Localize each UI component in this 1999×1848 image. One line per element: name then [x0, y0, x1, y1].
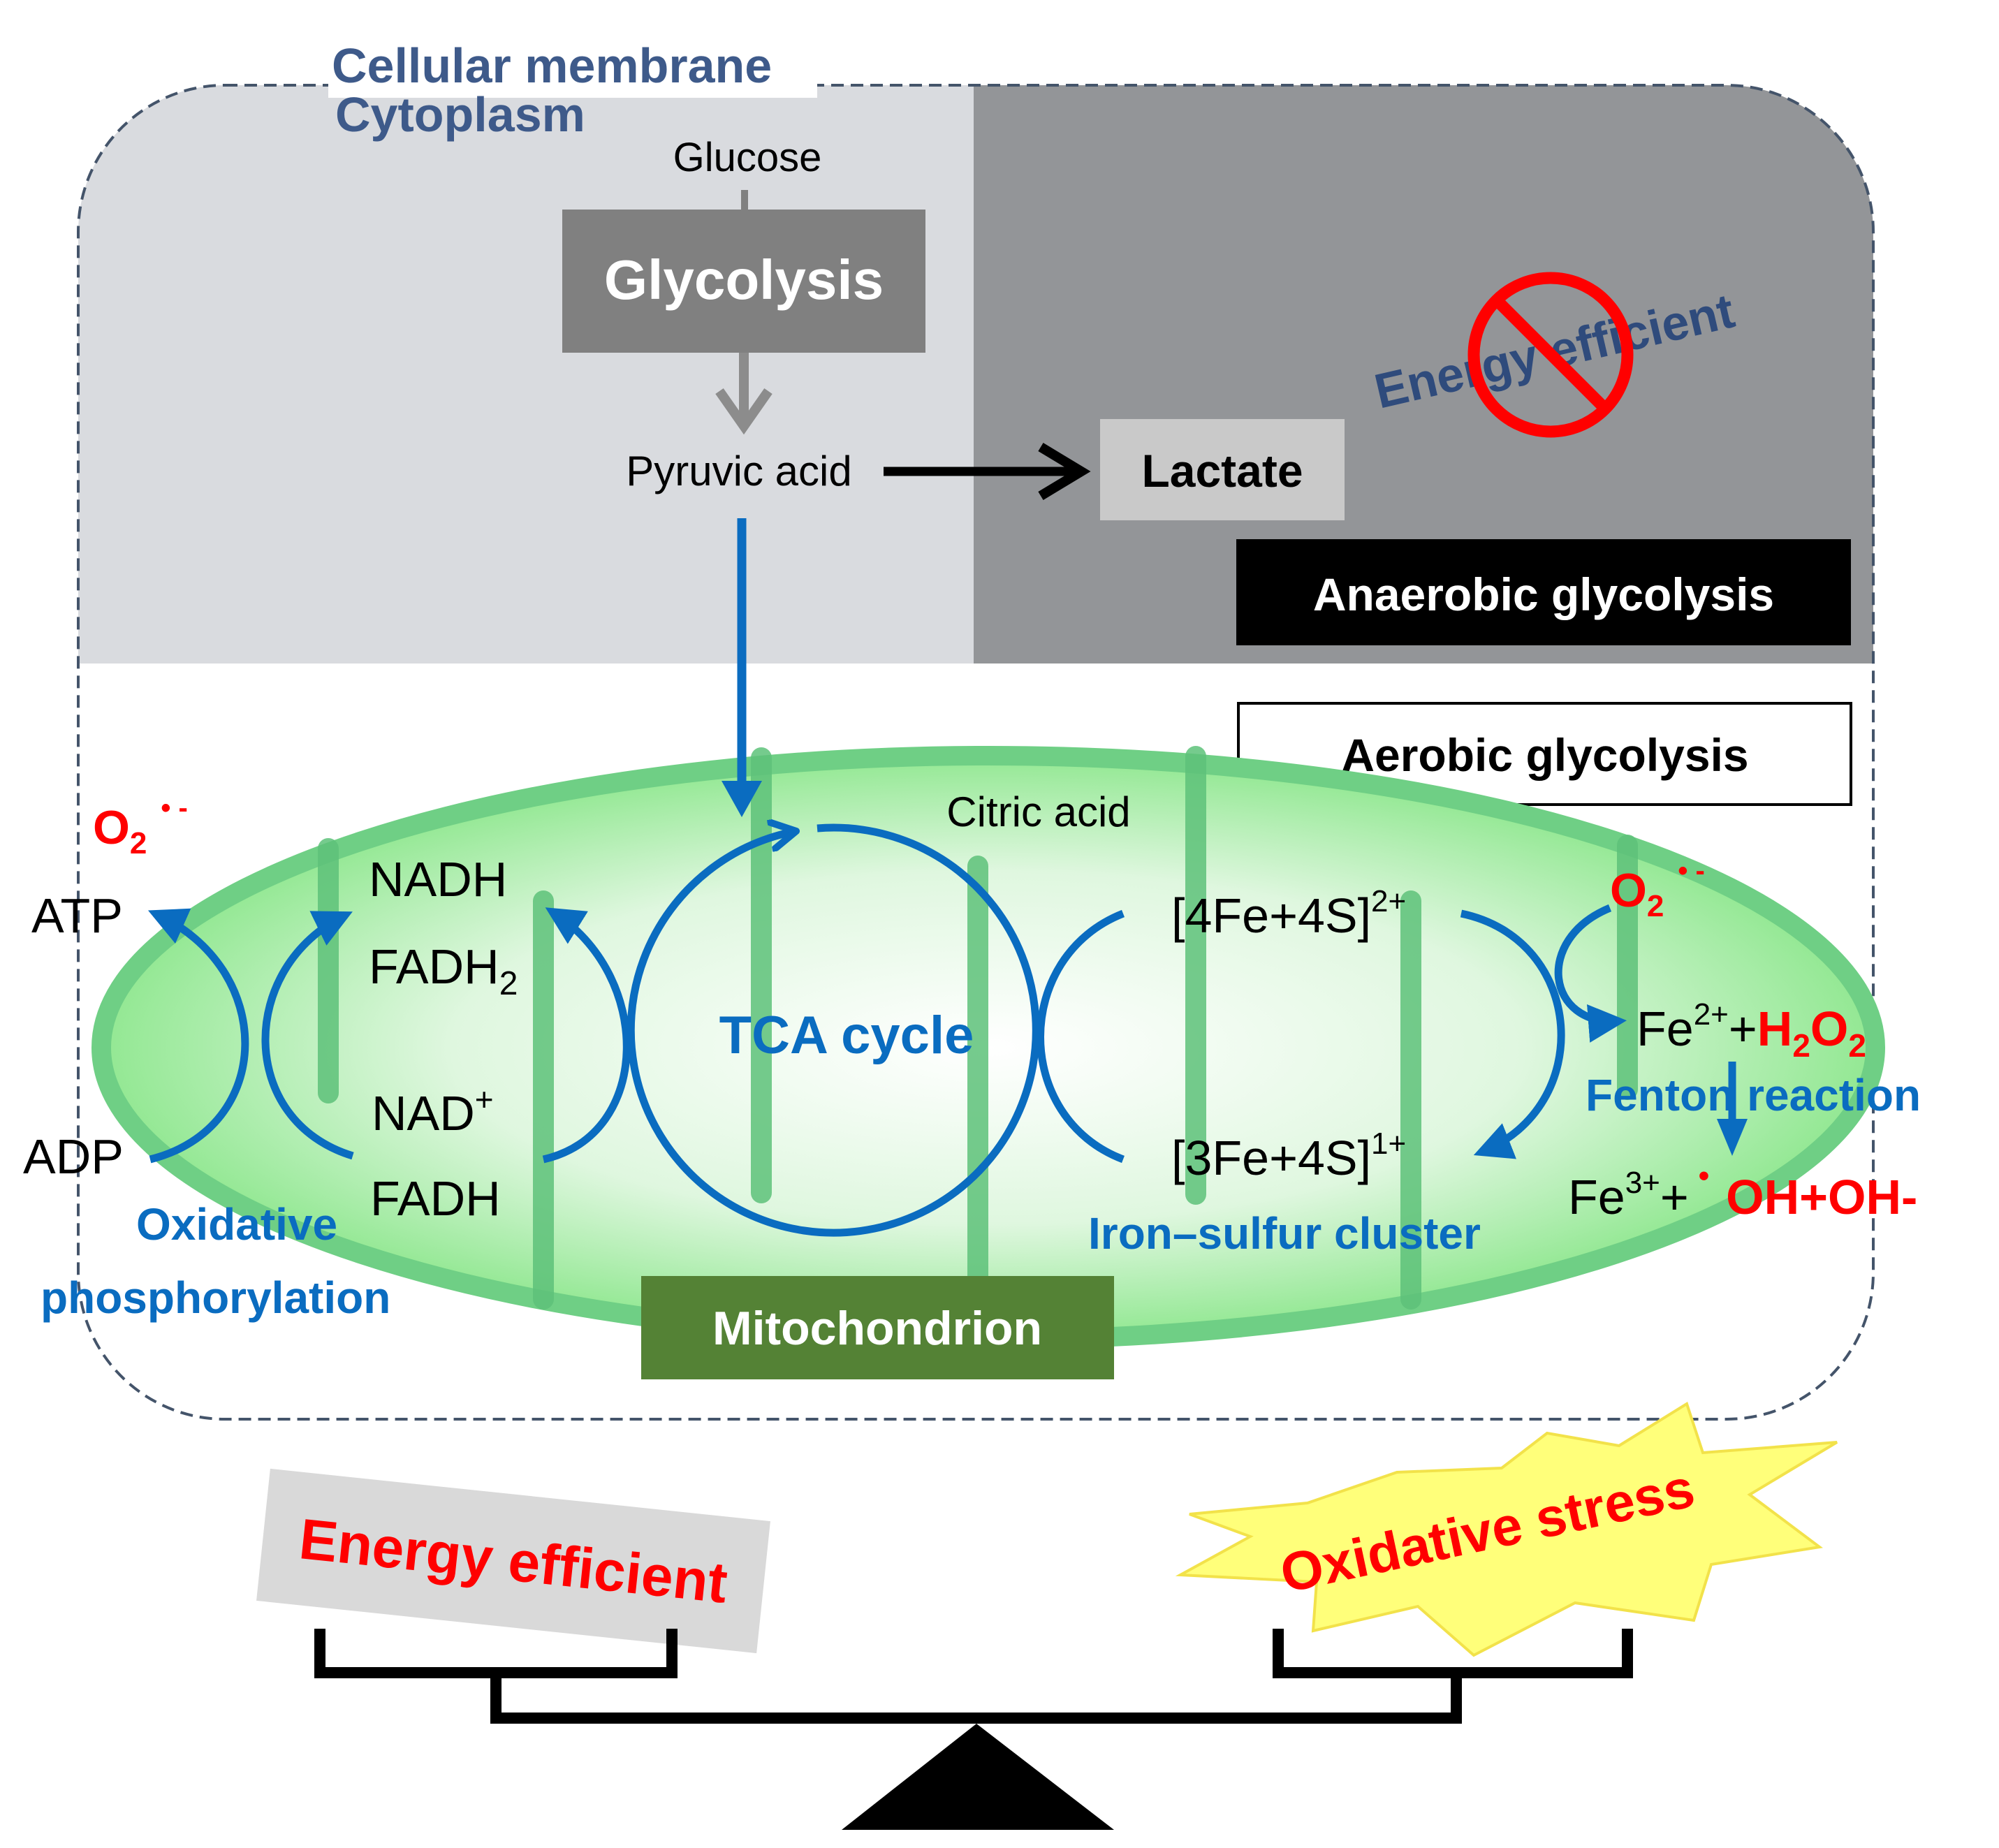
oxidative-stress-burst: Oxidative stress: [1175, 1401, 1838, 1657]
no-symbol-icon: [1467, 272, 1634, 438]
cellular-membrane-label: Cellular membrane: [332, 38, 772, 93]
anaerobic-glycolysis-box: [1236, 539, 1851, 645]
citric-acid-label: Citric acid: [946, 789, 1130, 835]
oxidative-phosphorylation-line2: phosphorylation: [41, 1273, 390, 1323]
cytoplasm-region: [78, 85, 1873, 663]
iron-sulfur-oxidation-arc: [1460, 909, 1565, 1159]
cluster-4fe4s-label: [4Fe+4S]2+: [1171, 884, 1406, 943]
nadh-oxidation-arc: [261, 911, 354, 1160]
energy-efficient-badge: Energy efficient: [256, 1468, 770, 1654]
iron-sulfur-left-arc: [1037, 909, 1125, 1164]
mitochondrion-label: Mitochondrion: [712, 1302, 1042, 1355]
cellular-membrane-outline: [77, 84, 1875, 1421]
glycolysis-box: [562, 210, 925, 353]
glycolysis-label: Glycolysis: [604, 249, 884, 311]
adp-label: ADP: [23, 1129, 124, 1184]
lactate-label: Lactate: [1141, 445, 1303, 497]
membrane-label-backdrop: [328, 42, 817, 98]
atp-label: ATP: [31, 888, 123, 943]
iron-sulfur-cluster-label: Iron–sulfur cluster: [1088, 1208, 1481, 1259]
cluster-3fe4s-label: [3Fe+4S]1+: [1171, 1127, 1406, 1185]
mitochondrial-cristae: [318, 746, 1638, 1310]
superoxide-to-fe2-arc: [1554, 904, 1627, 1043]
fe3-hydroxyl-label: Fe3++•OH+OH-: [1568, 1159, 1917, 1224]
anaerobic-glycolysis-label: Anaerobic glycolysis: [1313, 569, 1774, 620]
cytoplasm-label: Cytoplasm: [335, 87, 585, 142]
superoxide-left: O2• -: [93, 793, 188, 860]
fenton-down-arrow: [1717, 1062, 1748, 1156]
oxidative-phosphorylation-line1: Oxidative: [136, 1199, 337, 1249]
pyruvic-acid-label: Pyruvic acid: [626, 448, 851, 494]
fe2-h2o2-label: Fe2++H2O2: [1636, 997, 1866, 1064]
glycolysis-down-arrow: [715, 353, 772, 435]
superoxide-right: O2• -: [1610, 856, 1705, 923]
fadh2-label: FADH2: [369, 939, 518, 1002]
pyruvate-to-tca-arrow: [722, 518, 762, 817]
tca-cycle-label: TCA cycle: [719, 1006, 974, 1065]
fenton-reaction-label: Fenton reaction: [1586, 1070, 1921, 1120]
pyruvate-to-lactate-arrow: [884, 443, 1091, 500]
balance-scale-icon: [314, 1629, 1633, 1830]
aerobic-glycolysis-label: Aerobic glycolysis: [1341, 729, 1748, 781]
nadh-label: NADH: [369, 852, 507, 907]
atp-synthesis-arc: [147, 908, 249, 1164]
nad-reduction-arc: [542, 907, 631, 1164]
mitochondrion-label-box: [641, 1276, 1114, 1379]
tca-cycle-circle: [627, 828, 1040, 1237]
fadh-label: FADH: [370, 1171, 501, 1226]
cytoplasm-light-panel: [78, 85, 974, 663]
lactate-box: [1100, 419, 1345, 520]
glucose-label: Glucose: [673, 135, 822, 180]
nad-plus-label: NAD+: [372, 1081, 494, 1141]
